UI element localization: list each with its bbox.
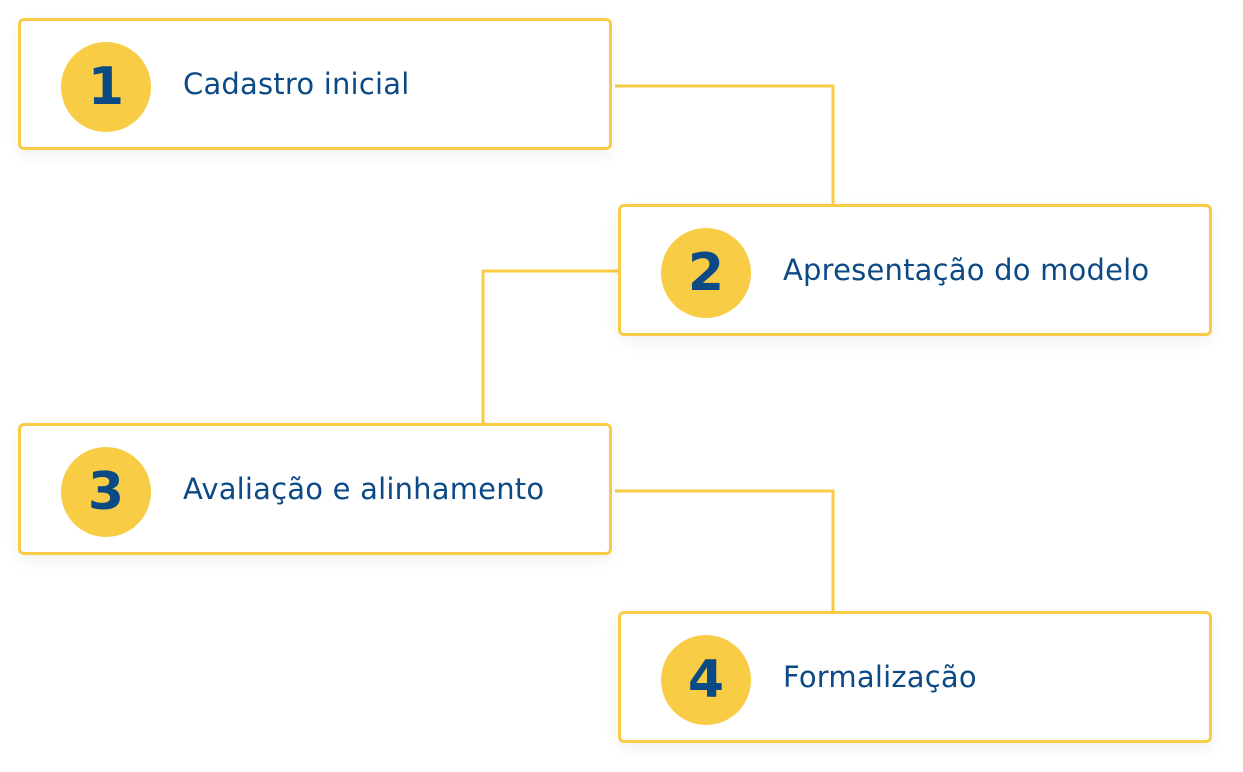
- step-number-badge: 3: [61, 447, 151, 537]
- step-label: Apresentação do modelo: [783, 253, 1150, 287]
- step-card-4: 4 Formalização: [618, 611, 1212, 743]
- connector-step-3-to-4: [615, 489, 835, 611]
- step-number-badge: 4: [661, 635, 751, 725]
- connector-step-1-to-2: [615, 84, 835, 204]
- step-card-2: 2 Apresentação do modelo: [618, 204, 1212, 336]
- step-label: Cadastro inicial: [183, 67, 410, 101]
- step-label: Avaliação e alinhamento: [183, 472, 545, 506]
- step-number-badge: 1: [61, 42, 151, 132]
- step-number-badge: 2: [661, 228, 751, 318]
- step-label: Formalização: [783, 660, 977, 694]
- connector-step-2-to-3: [481, 269, 618, 423]
- step-card-3: 3 Avaliação e alinhamento: [18, 423, 612, 555]
- step-card-1: 1 Cadastro inicial: [18, 18, 612, 150]
